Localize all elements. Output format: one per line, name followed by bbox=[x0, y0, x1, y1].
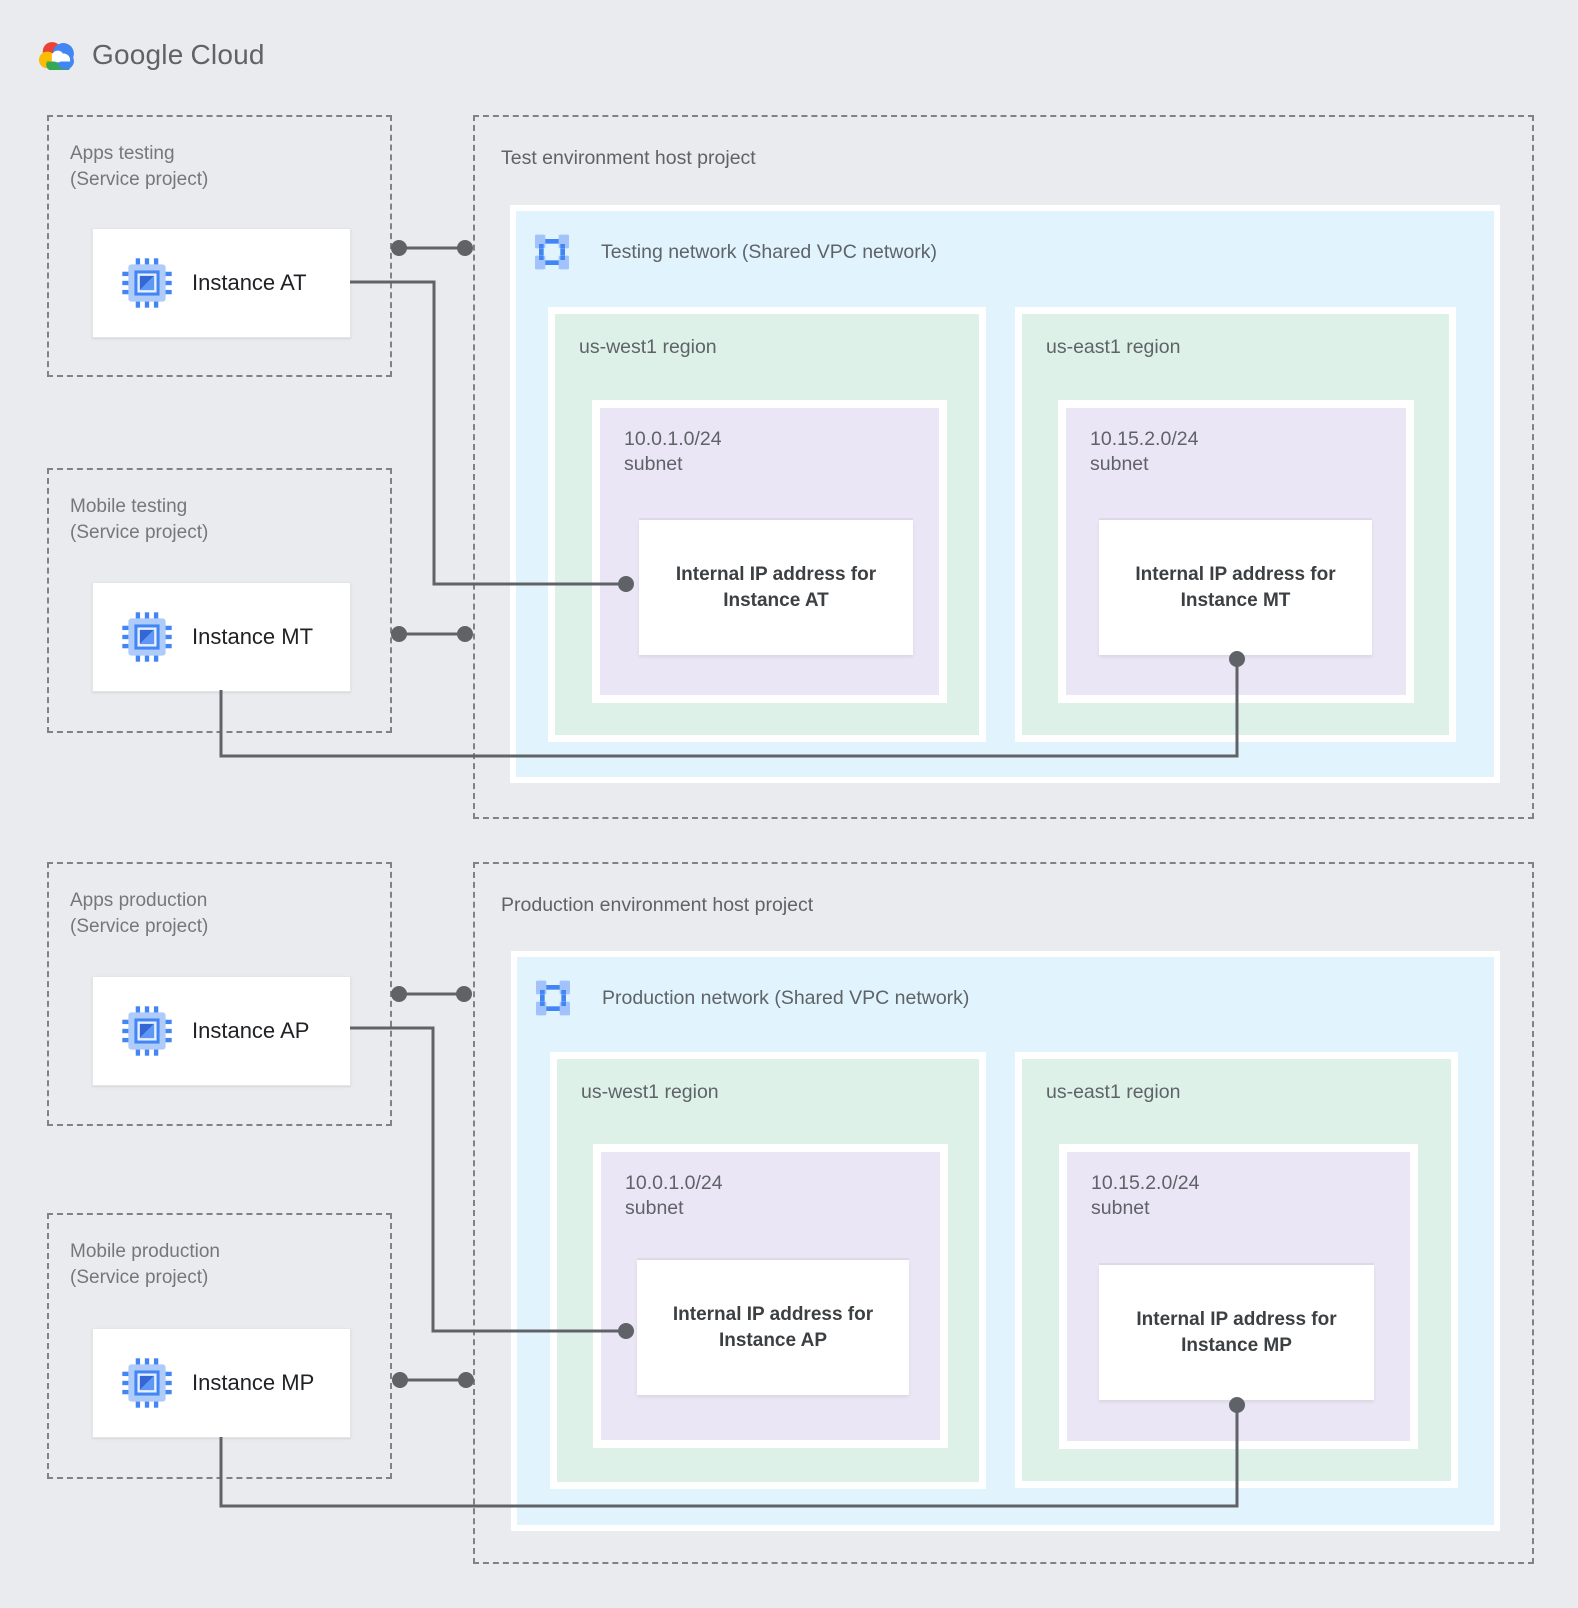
subnet-label: 10.0.1.0/24 subnet bbox=[624, 428, 722, 475]
instance-card-at: Instance AT bbox=[92, 228, 351, 338]
instance-name: Instance MP bbox=[192, 1370, 315, 1395]
compute-instance-icon bbox=[121, 1357, 173, 1409]
instance-name: Instance AT bbox=[192, 270, 307, 295]
subnet-test-us-west1: 10.0.1.0/24 subnet Internal IP address f… bbox=[600, 408, 939, 695]
region-name: us-west1 region bbox=[581, 1081, 719, 1103]
instance-name: Instance MT bbox=[192, 624, 314, 649]
network-label: Testing network (Shared VPC network) bbox=[601, 240, 937, 263]
service-project-label: Apps production (Service project) bbox=[70, 890, 209, 937]
service-project-label: Apps testing (Service project) bbox=[70, 143, 209, 190]
network-header: Production network (Shared VPC network) bbox=[533, 978, 969, 1018]
instance-card-mp: Instance MP bbox=[92, 1328, 351, 1438]
subnet-label: 10.0.1.0/24 subnet bbox=[625, 1172, 723, 1219]
service-project-apps-production: Apps production (Service project) bbox=[47, 862, 392, 1126]
host-project-test: Test environment host project bbox=[473, 115, 1534, 819]
network-header: Testing network (Shared VPC network) bbox=[532, 232, 937, 272]
compute-instance-icon bbox=[121, 1005, 173, 1057]
instance-card-mt: Instance MT bbox=[92, 582, 351, 692]
internal-ip-box-instance-ap: Internal IP address for Instance AP bbox=[637, 1260, 909, 1395]
host-project-title: Test environment host project bbox=[501, 147, 756, 169]
region-name: us-east1 region bbox=[1046, 1081, 1181, 1103]
compute-instance-icon bbox=[121, 257, 173, 309]
service-project-label: Mobile testing (Service project) bbox=[70, 496, 209, 543]
internal-ip-box-instance-mt: Internal IP address for Instance MT bbox=[1099, 520, 1372, 655]
compute-instance-icon bbox=[121, 611, 173, 663]
host-project-production: Production environment host project bbox=[473, 862, 1534, 1564]
internal-ip-box-instance-at: Internal IP address for Instance AT bbox=[639, 520, 913, 655]
service-project-apps-testing: Apps testing (Service project) bbox=[47, 115, 392, 377]
subnet-prod-us-west1: 10.0.1.0/24 subnet Internal IP address f… bbox=[601, 1152, 940, 1440]
host-project-title: Production environment host project bbox=[501, 894, 814, 916]
region-test-us-west1: us-west1 region 10.0.1.0/24 subnet Inter… bbox=[555, 314, 979, 735]
region-prod-us-east1: us-east1 region 10.15.2.0/24 subnet Inte… bbox=[1022, 1059, 1451, 1481]
network-label: Production network (Shared VPC network) bbox=[602, 986, 970, 1009]
region-name: us-east1 region bbox=[1046, 336, 1181, 358]
instance-name: Instance AP bbox=[192, 1018, 310, 1043]
region-test-us-east1: us-east1 region 10.15.2.0/24 subnet Inte… bbox=[1022, 314, 1449, 735]
region-prod-us-west1: us-west1 region 10.0.1.0/24 subnet Inter… bbox=[557, 1059, 979, 1482]
network-testing: Testing network (Shared VPC network) us-… bbox=[516, 211, 1494, 777]
service-project-mobile-testing: Mobile testing (Service project) bbox=[47, 468, 392, 733]
service-project-label: Mobile production (Service project) bbox=[70, 1241, 220, 1288]
instance-card-ap: Instance AP bbox=[92, 976, 351, 1086]
logo-word-cloud: Cloud bbox=[190, 39, 265, 70]
google-cloud-icon bbox=[34, 36, 80, 74]
service-project-mobile-production: Mobile production (Service project) bbox=[47, 1213, 392, 1479]
subnet-label: 10.15.2.0/24 subnet bbox=[1091, 1172, 1200, 1219]
subnet-prod-us-east1: 10.15.2.0/24 subnet Internal IP address … bbox=[1067, 1152, 1410, 1441]
subnet-label: 10.15.2.0/24 subnet bbox=[1090, 428, 1199, 475]
shared-vpc-network-icon bbox=[533, 978, 573, 1018]
subnet-test-us-east1: 10.15.2.0/24 subnet Internal IP address … bbox=[1066, 408, 1406, 695]
shared-vpc-network-icon bbox=[532, 232, 572, 272]
network-production: Production network (Shared VPC network) … bbox=[517, 957, 1494, 1525]
internal-ip-box-instance-mp: Internal IP address for Instance MP bbox=[1099, 1265, 1374, 1400]
logo-word-google: Google bbox=[92, 39, 184, 70]
region-name: us-west1 region bbox=[579, 336, 717, 358]
